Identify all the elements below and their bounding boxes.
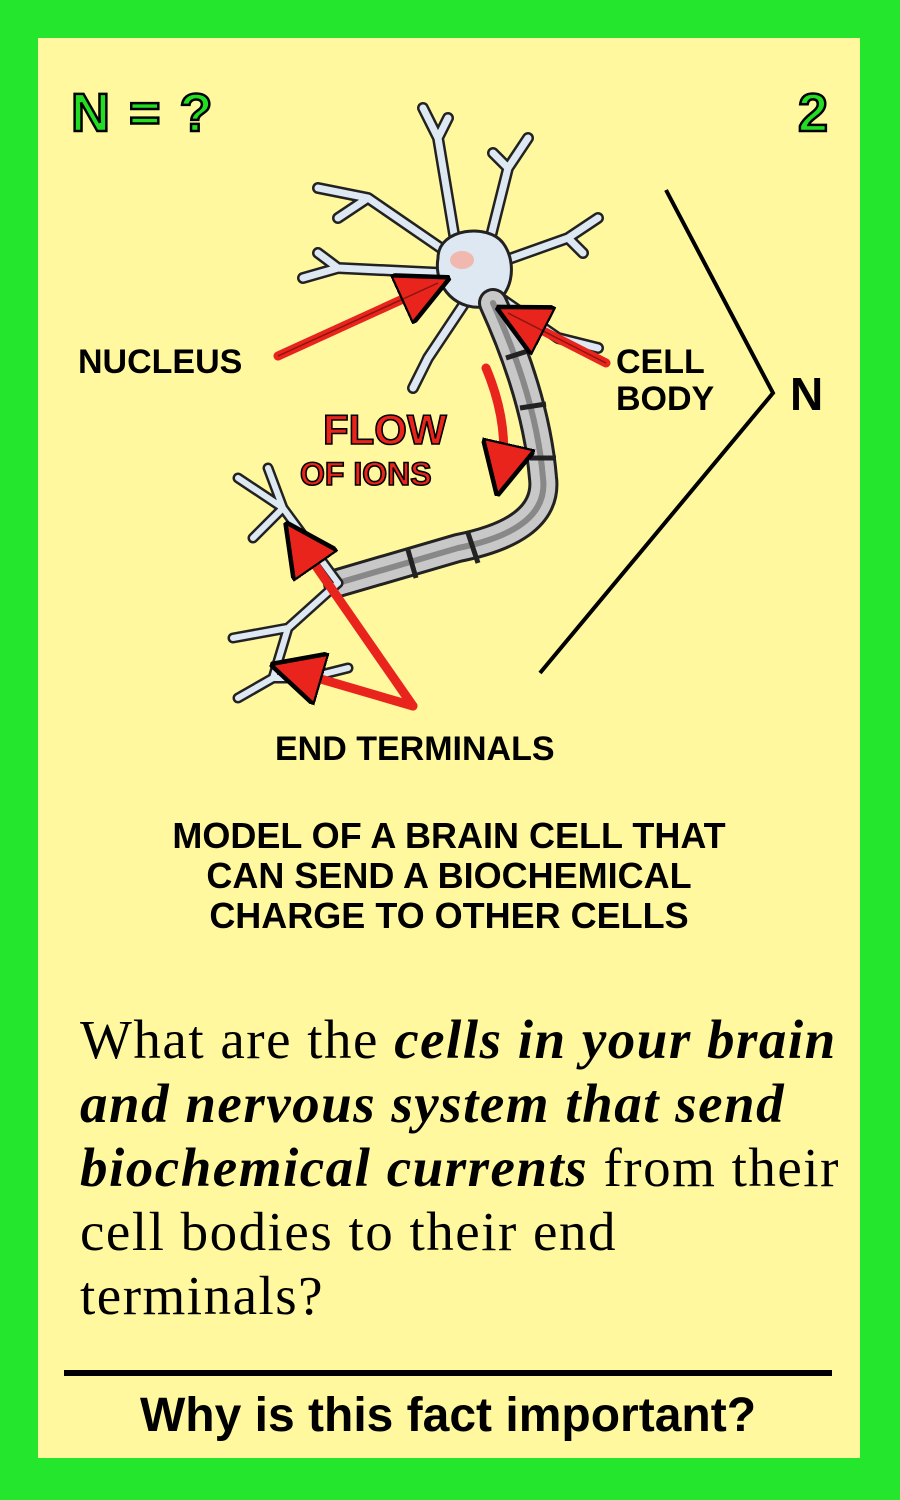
neuron-n-label: N <box>790 368 823 420</box>
flow-label: FLOW <box>323 406 447 453</box>
cell-body-arrow <box>508 313 611 368</box>
caption-line-2: CAN SEND A BIOCHEMICAL <box>206 855 692 896</box>
question-part-3: from their cell bodies to their end term… <box>80 1137 840 1326</box>
caption-line-1: MODEL OF A BRAIN CELL THAT <box>172 815 726 856</box>
label-arrows <box>273 283 611 711</box>
caption-line-3: CHARGE TO OTHER CELLS <box>209 895 689 936</box>
diagram-caption: MODEL OF A BRAIN CELL THAT CAN SEND A BI… <box>58 816 840 936</box>
end-terminals-label: END TERMINALS <box>275 730 555 768</box>
terminal-arrow-upper <box>293 533 418 711</box>
question-part-1: What are the <box>80 1009 395 1070</box>
cell-body-label-line2: BODY <box>616 380 715 418</box>
card-header-question: N = ? <box>70 83 215 143</box>
card-number: 2 <box>797 83 830 143</box>
cell-body-label-line1: CELL <box>616 343 705 381</box>
nucleus-spot <box>450 251 474 269</box>
neuron-cell-body <box>297 102 604 394</box>
fact-card: N = ? 2 <box>38 38 860 1458</box>
ions-label: OF IONS <box>300 456 432 492</box>
footer-prompt: Why is this fact important? <box>139 1389 757 1442</box>
divider <box>64 1370 832 1376</box>
flow-arrow <box>486 363 504 483</box>
neuron-diagram: NUCLEUS CELL BODY N FLOW OF IONS END TER… <box>78 102 823 768</box>
question-text: What are the cells in your brain and ner… <box>80 1008 840 1328</box>
nucleus-arrow <box>273 283 438 361</box>
question-emphasis: cells in your brain and nervous system t… <box>80 1009 837 1198</box>
terminal-arrow-lower <box>283 668 418 711</box>
neuron-bracket <box>538 189 776 675</box>
nucleus-label: NUCLEUS <box>78 343 242 381</box>
